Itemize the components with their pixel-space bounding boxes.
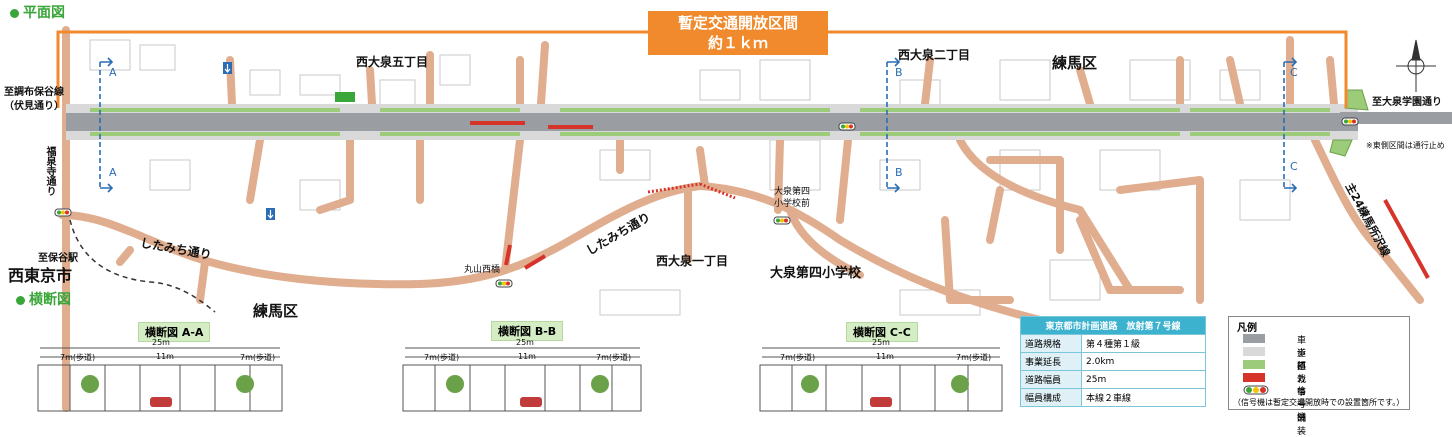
xs-bb-title: 横断図 B-B [491,321,564,341]
project-callout: 暫定交通開放区間 約１ｋｍ [648,11,828,55]
xs-cc-total: 25m [872,338,890,347]
swatch-planting [1243,360,1265,369]
legend-label: 歩道 [1297,349,1307,372]
xs-bb [402,347,642,412]
xs-cars [150,397,892,407]
bullet-icon [16,295,25,305]
callout-line2: 約１ｋｍ [707,34,768,52]
label-nishioizumi2: 西大泉二丁目 [898,48,971,62]
label-to-hoya-station: 至保谷駅 [38,253,78,264]
xs-cc-left: 7m(歩道) [780,353,816,362]
xs-aa-title: 横断図 A-A [138,322,211,342]
signal-icon [1243,385,1269,395]
label-to-gakuen: 至大泉学園通り [1372,97,1442,108]
color-pavement [504,182,1430,279]
one-way-signs [223,62,275,220]
section-c-top: C [1290,66,1298,79]
spec-value: 25m [1081,370,1206,389]
spec-key: 幅員構成 [1020,388,1082,407]
north-arrow-icon [1396,39,1436,92]
signal-markers [54,117,1359,288]
traffic-islands [1329,89,1369,157]
spec-value: 第４種第１級 [1081,334,1206,353]
label-school: 大泉第四小学校 [770,266,862,281]
table-row: 道路規格第４種第１級 [1020,334,1206,353]
section-b-bottom: B [895,166,903,179]
spec-key: 道路幅員 [1020,370,1082,389]
local-roads [58,26,1424,412]
xs-aa [37,347,283,412]
label-maruyama: 丸山西橋 [464,265,501,275]
spec-value: 2.0km [1081,352,1206,371]
plan-heading-text: 平面図 [23,5,65,21]
section-a-bottom: A [109,166,117,179]
section-b-top: B [895,66,903,79]
label-east-note: ※東側区間は通行止め [1366,141,1445,150]
label-nerima-top: 練馬区 [1052,54,1098,72]
city-boundary [69,219,216,313]
label-fukusenji: 福泉寺通り [44,146,55,196]
xs-bb-right: 7m(歩道) [596,353,632,362]
plan-map [37,26,1452,412]
main-road [66,104,1452,140]
label-fushimi: （伏見通り） [4,101,64,112]
cross-section-drawings [37,347,1003,412]
swatch-road [1243,334,1265,343]
spec-value: 本線２車線 [1081,388,1206,407]
section-lines [99,62,1285,188]
xs-cc [759,347,1003,412]
xs-bb-left: 7m(歩道) [424,353,460,362]
xs-trees [81,375,969,393]
legend-label: 植栽帯 [1297,362,1307,398]
spec-key: 事業延長 [1020,352,1082,371]
section-a-top: A [109,66,117,79]
legend-title: 凡例 [1237,323,1257,334]
legend: 凡例 車道部 歩道 植栽帯 カラー舗装 信号機 （信号機は暫定交通開放時での設置… [1228,316,1410,437]
xs-bb-mid: 11m [518,352,536,361]
table-row: 幅員構成本線２車線 [1020,388,1206,407]
spec-header: 東京都市計画道路 放射第７号線 [1020,316,1206,335]
cross-heading-text: 横断図 [29,292,71,308]
xs-cc-mid: 11m [876,352,894,361]
legend-note: （信号機は暫定交通開放時での設置箇所です。） [1233,398,1405,407]
xs-aa-right: 7m(歩道) [240,353,276,362]
swatch-color-pave [1243,373,1265,382]
cross-heading: 横断図 [16,289,71,309]
section-arrows [100,57,1298,193]
xs-aa-total: 25m [152,338,170,347]
label-nerima-bottom: 練馬区 [253,302,299,320]
xs-aa-left: 7m(歩道) [60,353,96,362]
label-nishitokyo: 西東京市 [8,266,73,285]
label-sign [335,92,355,102]
swatch-sidewalk [1243,347,1265,356]
label-nishioizumi1: 西大泉一丁目 [656,254,729,268]
plan-heading: 平面図 [10,2,65,22]
bullet-icon [10,8,19,18]
xs-aa-mid: 11m [156,352,174,361]
xs-cc-right: 7m(歩道) [956,353,992,362]
section-c-bottom: C [1290,160,1298,173]
spec-key: 道路規格 [1020,334,1082,353]
label-nishioizumi5: 西大泉五丁目 [356,55,429,69]
xs-cc-title: 横断図 C-C [846,322,918,342]
label-school-stop: 大泉第四 小学校前 [774,187,811,209]
label-to-chofu: 至調布保谷線 [4,87,64,98]
legend-label: 車道部 [1297,336,1307,372]
xs-bb-total: 25m [516,338,534,347]
callout-line1: 暫定交通開放区間 [677,14,798,32]
